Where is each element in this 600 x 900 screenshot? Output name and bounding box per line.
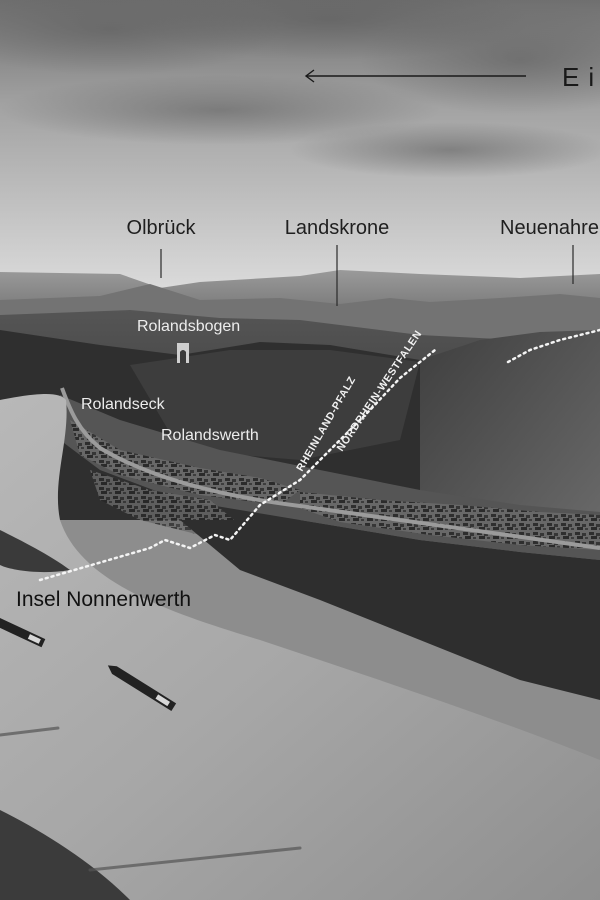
place-label-insel-nonnenwerth: Insel Nonnenwerth	[16, 588, 191, 611]
left-bank-lower	[0, 810, 130, 900]
right-lowland	[180, 520, 600, 700]
rolandswerth-houses	[70, 420, 300, 505]
island-nonnenwerth	[0, 530, 70, 573]
direction-label: Ei	[562, 62, 600, 92]
state-border-line	[38, 348, 437, 582]
water-reflections	[0, 726, 302, 872]
place-label-rolandsbogen: Rolandsbogen	[137, 318, 240, 335]
peak-label-neuenahrer: Neuenahrer	[500, 217, 600, 239]
direction-arrow-icon	[304, 69, 526, 83]
ship-lower	[107, 665, 177, 711]
place-label-rolandswerth: Rolandswerth	[161, 427, 259, 444]
ship-upper	[0, 618, 46, 648]
state-border-line-right	[506, 328, 600, 364]
clouds	[0, 0, 600, 178]
rhine-river	[0, 394, 600, 900]
riverside-road	[60, 387, 600, 550]
place-label-rolandseck: Rolandseck	[81, 396, 166, 413]
peak-label-olbrueck: Olbrück	[127, 217, 197, 239]
left-houses	[90, 470, 240, 535]
peak-label-landskrone: Landskrone	[285, 217, 390, 239]
rolandsbogen-arch-icon	[177, 343, 189, 363]
